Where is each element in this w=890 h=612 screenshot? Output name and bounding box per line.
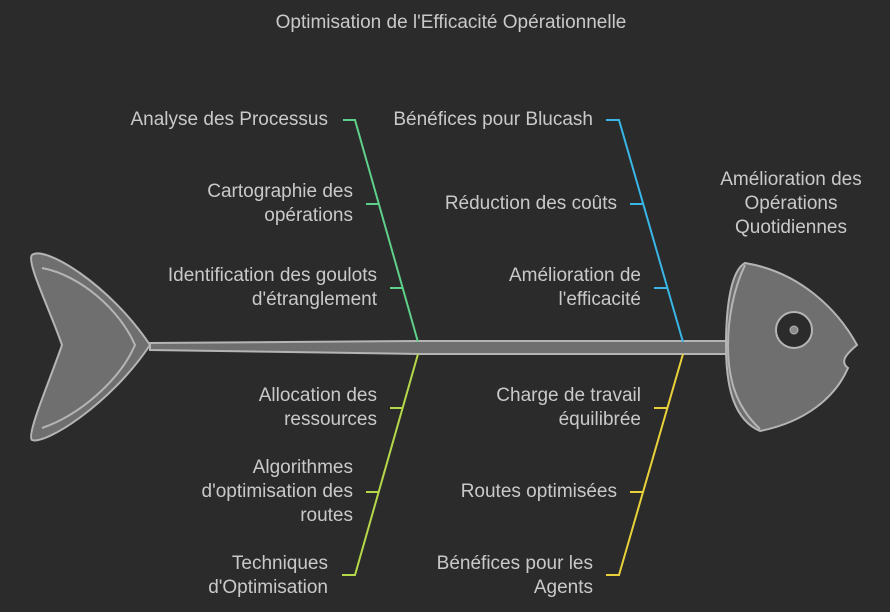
cause-algorithmes-routes: Algorithmes d'optimisation des routes — [201, 457, 354, 526]
branch-title-benefices-agents: Bénéfices pour les Agents — [436, 553, 593, 598]
fish-pupil — [789, 325, 799, 335]
fish-tail — [30, 252, 152, 442]
cause-charge-travail: Charge de travail équilibrée — [496, 385, 641, 430]
branch-benefices-blucash — [606, 119, 684, 343]
effect-label: Amélioration des Opérations Quotidiennes — [720, 169, 862, 238]
cause-amelioration-efficacite: Amélioration de l'efficacité — [508, 265, 641, 310]
cause-allocation-ressources: Allocation des ressources — [258, 385, 377, 430]
branch-title-analyse-processus: Analyse des Processus — [130, 109, 329, 130]
branch-title-benefices-blucash: Bénéfices pour Blucash — [393, 109, 593, 130]
branch-techniques-optimisation — [342, 353, 419, 576]
fish-tail-inner-line — [41, 267, 137, 429]
cause-cartographie: Cartographie des opérations — [207, 181, 353, 226]
branch-analyse-processus — [343, 119, 419, 343]
diagram-title: Optimisation de l'Efficacité Opérationne… — [275, 12, 627, 33]
cause-reduction-couts: Réduction des coûts — [444, 193, 617, 214]
fish-spine — [149, 340, 736, 355]
branch-title-techniques-optimisation: Techniques d'Optimisation — [208, 553, 328, 598]
cause-goulots: Identification des goulots d'étranglemen… — [167, 265, 377, 310]
branch-benefices-agents — [606, 353, 684, 576]
fish-gill-line — [726, 264, 761, 430]
cause-routes-optimisees: Routes optimisées — [460, 481, 617, 502]
